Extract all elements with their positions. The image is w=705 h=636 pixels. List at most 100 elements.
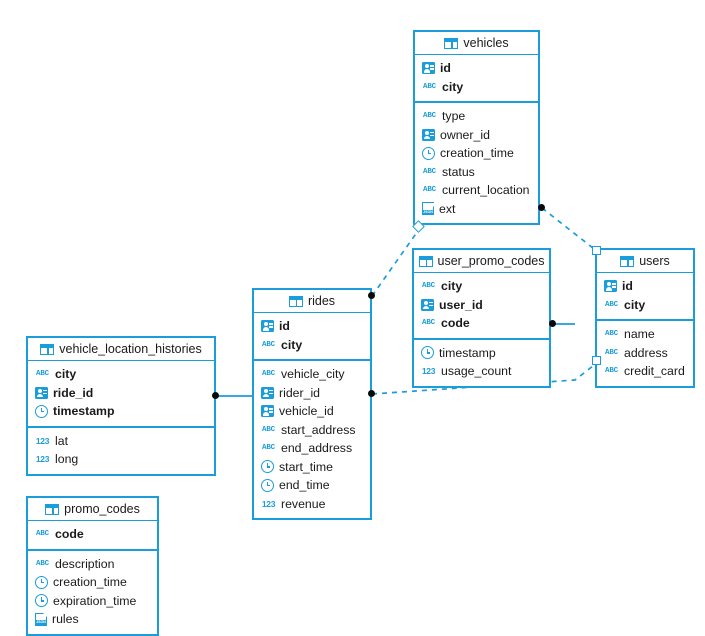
field-label: rider_id (279, 385, 321, 400)
field-label: creation_time (440, 146, 514, 161)
field-row[interactable]: 123 lat (28, 432, 214, 451)
field-label: owner_id (440, 127, 490, 142)
key-fields-rides: id ABC city (254, 313, 370, 361)
field-label: start_address (281, 422, 356, 437)
fields-user-promo-codes: timestamp 123 usage_count (414, 340, 549, 386)
field-row[interactable]: creation_time (415, 144, 538, 163)
connector-dot-vehicle-location-histories-right (212, 392, 219, 399)
primary-key-icon (35, 386, 48, 399)
field-row[interactable]: 123 revenue (254, 495, 370, 514)
field-row[interactable]: ABC current_location (415, 181, 538, 200)
field-label: usage_count (441, 364, 512, 379)
field-row[interactable]: ABC end_address (254, 439, 370, 458)
field-row[interactable]: id (415, 59, 538, 78)
field-row[interactable]: id (597, 277, 693, 296)
abc-string-type-icon: ABC (423, 112, 436, 121)
field-label: expiration_time (53, 593, 137, 608)
field-row[interactable]: ABC type (415, 107, 538, 126)
field-row[interactable]: rider_id (254, 384, 370, 403)
key-fields-vehicles: id ABC city (415, 55, 538, 103)
field-row[interactable]: timestamp (28, 402, 214, 421)
field-row[interactable]: ABC city (254, 336, 370, 355)
field-row[interactable]: ABC start_address (254, 421, 370, 440)
field-label: id (440, 61, 451, 76)
table-promo-codes[interactable]: promo_codes ABC code ABC description cre… (26, 496, 159, 636)
clock-timestamp-type-icon (261, 478, 274, 492)
field-row[interactable]: ABC address (597, 344, 693, 363)
field-label: code (55, 527, 84, 542)
table-icon (418, 255, 433, 267)
table-icon (40, 343, 55, 355)
abc-string-type-icon: ABC (262, 340, 275, 349)
abc-string-type-icon: ABC (423, 167, 436, 176)
field-label: credit_card (624, 364, 685, 379)
field-label: rules (52, 612, 79, 627)
field-row[interactable]: ABC code (414, 314, 549, 333)
field-row[interactable]: 123 usage_count (414, 362, 549, 381)
table-users[interactable]: users id ABC city ABC name ABC address A… (595, 248, 695, 388)
connector-dot-rides-topright (368, 292, 375, 299)
link-user-promo-codes-users (371, 361, 599, 395)
field-row[interactable]: ABC city (414, 277, 549, 296)
field-label: start_time (279, 459, 333, 474)
number-type-icon: 123 (421, 366, 436, 377)
field-row[interactable]: start_time (254, 458, 370, 477)
field-row[interactable]: ride_id (28, 384, 214, 403)
table-vehicles[interactable]: vehicles id ABC city ABC type owner_id (413, 30, 540, 225)
connector-dot-user-promo-codes-right (549, 320, 556, 327)
field-label: type (442, 109, 466, 124)
field-row[interactable]: ABC status (415, 163, 538, 182)
primary-key-icon (261, 405, 274, 418)
clock-timestamp-type-icon (35, 404, 48, 418)
field-row[interactable]: expiration_time (28, 592, 157, 611)
primary-key-icon (261, 320, 274, 333)
fields-vehicle-location-histories: 123 lat 123 long (28, 428, 214, 474)
field-row[interactable]: creation_time (28, 573, 157, 592)
fields-promo-codes: ABC description creation_time expiration… (28, 551, 157, 634)
table-rides[interactable]: rides id ABC city ABC vehicle_city rider… (252, 288, 372, 520)
table-title: user_promo_codes (437, 254, 545, 268)
field-label: end_time (279, 478, 330, 493)
field-row[interactable]: JSON rules (28, 610, 157, 629)
key-fields-vehicle-location-histories: ABC city ride_id timestamp (28, 361, 214, 428)
field-label: revenue (281, 496, 326, 511)
field-label: vehicle_id (279, 404, 334, 419)
json-type-icon: JSON (35, 612, 47, 626)
table-title: promo_codes (64, 502, 140, 516)
clock-timestamp-type-icon (35, 575, 48, 589)
field-row[interactable]: vehicle_id (254, 402, 370, 421)
field-label: ride_id (53, 385, 94, 400)
field-label: city (442, 79, 464, 94)
field-row[interactable]: ABC vehicle_city (254, 365, 370, 384)
json-glyph: JSON (423, 209, 433, 215)
field-row[interactable]: id (254, 317, 370, 336)
field-row[interactable]: timestamp (414, 344, 549, 363)
field-row[interactable]: 123 long (28, 450, 214, 469)
field-label: long (55, 452, 79, 467)
field-row[interactable]: ABC description (28, 555, 157, 574)
table-title: users (639, 254, 670, 268)
field-row[interactable]: ABC code (28, 525, 157, 544)
link-rides-vehicles (371, 227, 421, 297)
field-row[interactable]: ABC city (415, 78, 538, 97)
field-row[interactable]: JSON ext (415, 200, 538, 219)
field-row[interactable]: ABC name (597, 325, 693, 344)
field-row[interactable]: owner_id (415, 126, 538, 145)
table-header-vehicles: vehicles (415, 32, 538, 55)
key-fields-promo-codes: ABC code (28, 521, 157, 551)
table-vehicle-location-histories[interactable]: vehicle_location_histories ABC city ride… (26, 336, 216, 476)
field-row[interactable]: ABC city (28, 365, 214, 384)
field-row[interactable]: ABC city (597, 296, 693, 315)
table-header-vehicle-location-histories: vehicle_location_histories (28, 338, 214, 361)
field-row[interactable]: user_id (414, 296, 549, 315)
table-header-promo-codes: promo_codes (28, 498, 157, 521)
table-user-promo-codes[interactable]: user_promo_codes ABC city user_id ABC co… (412, 248, 551, 388)
field-label: timestamp (53, 404, 115, 419)
field-row[interactable]: end_time (254, 476, 370, 495)
clock-timestamp-type-icon (421, 346, 434, 360)
field-row[interactable]: ABC credit_card (597, 362, 693, 381)
table-header-rides: rides (254, 290, 370, 313)
connector-square-users-topleft (592, 246, 601, 255)
number-type-icon: 123 (35, 454, 50, 465)
table-title: vehicles (463, 36, 509, 50)
